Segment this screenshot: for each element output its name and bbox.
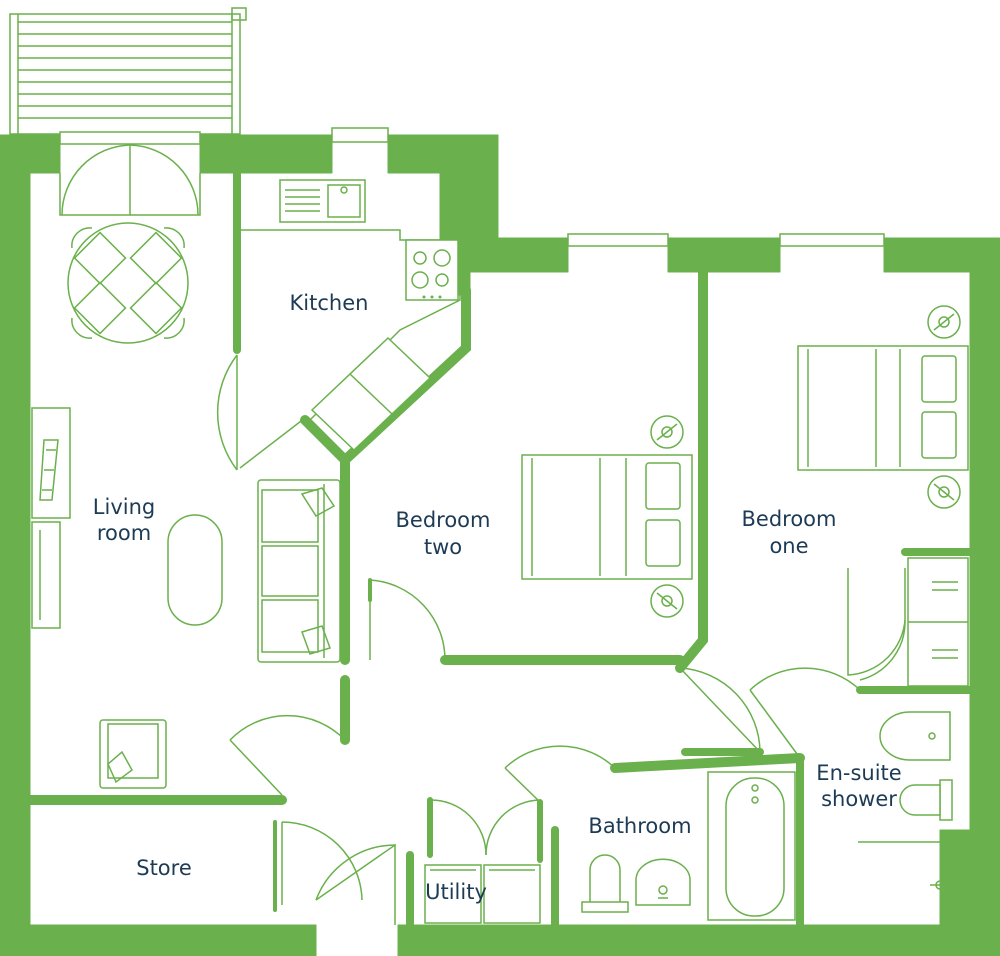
basin-icon xyxy=(879,711,951,761)
bedroom-two-label-line1: Bedroom xyxy=(396,508,491,532)
balcony-icon xyxy=(9,7,247,135)
tv-unit-icon xyxy=(31,407,71,519)
double-bed-icon xyxy=(521,454,693,580)
kitchen-units xyxy=(240,179,461,452)
toilet-icon xyxy=(899,779,953,821)
utility-label: Utility xyxy=(425,880,487,904)
fridge-icon xyxy=(310,336,432,452)
ensuite-label-line1: En-suite xyxy=(816,761,901,785)
ensuite-label-line2: shower xyxy=(821,787,897,811)
bath-icon xyxy=(707,771,796,921)
walls xyxy=(0,134,1000,956)
window-icon xyxy=(59,127,885,247)
kitchen-label: Kitchen xyxy=(290,291,369,315)
dining-table-icon xyxy=(67,222,189,344)
room-labels: Living room Kitchen Bedroom two Bedroom … xyxy=(93,291,902,904)
bedroom-one-label-line1: Bedroom xyxy=(742,507,837,531)
hob-icon xyxy=(405,239,459,301)
bedside-lamp-icon xyxy=(650,415,684,618)
bedroom-two-label-line2: two xyxy=(424,535,462,559)
toilet-icon xyxy=(581,854,629,913)
living-room-label-line2: room xyxy=(97,521,151,545)
shower-icon xyxy=(858,841,948,890)
sofa-icon xyxy=(257,479,341,663)
sideboard-icon xyxy=(31,521,61,629)
bedroom-one-label-line2: one xyxy=(769,534,808,558)
sink-icon xyxy=(279,179,366,223)
coffee-table-icon xyxy=(167,514,223,626)
living-room-label-line1: Living xyxy=(93,495,155,519)
interior-walls xyxy=(25,166,974,929)
basin-icon xyxy=(635,858,691,906)
washing-machine-icon xyxy=(424,864,541,924)
door-swing-icon xyxy=(59,144,906,925)
double-bed-icon xyxy=(797,345,969,471)
armchair-icon xyxy=(99,719,167,789)
store-label: Store xyxy=(136,856,192,880)
bedside-lamp-icon xyxy=(927,305,961,509)
wardrobe-icon xyxy=(907,557,969,687)
bathroom-label: Bathroom xyxy=(588,814,691,838)
